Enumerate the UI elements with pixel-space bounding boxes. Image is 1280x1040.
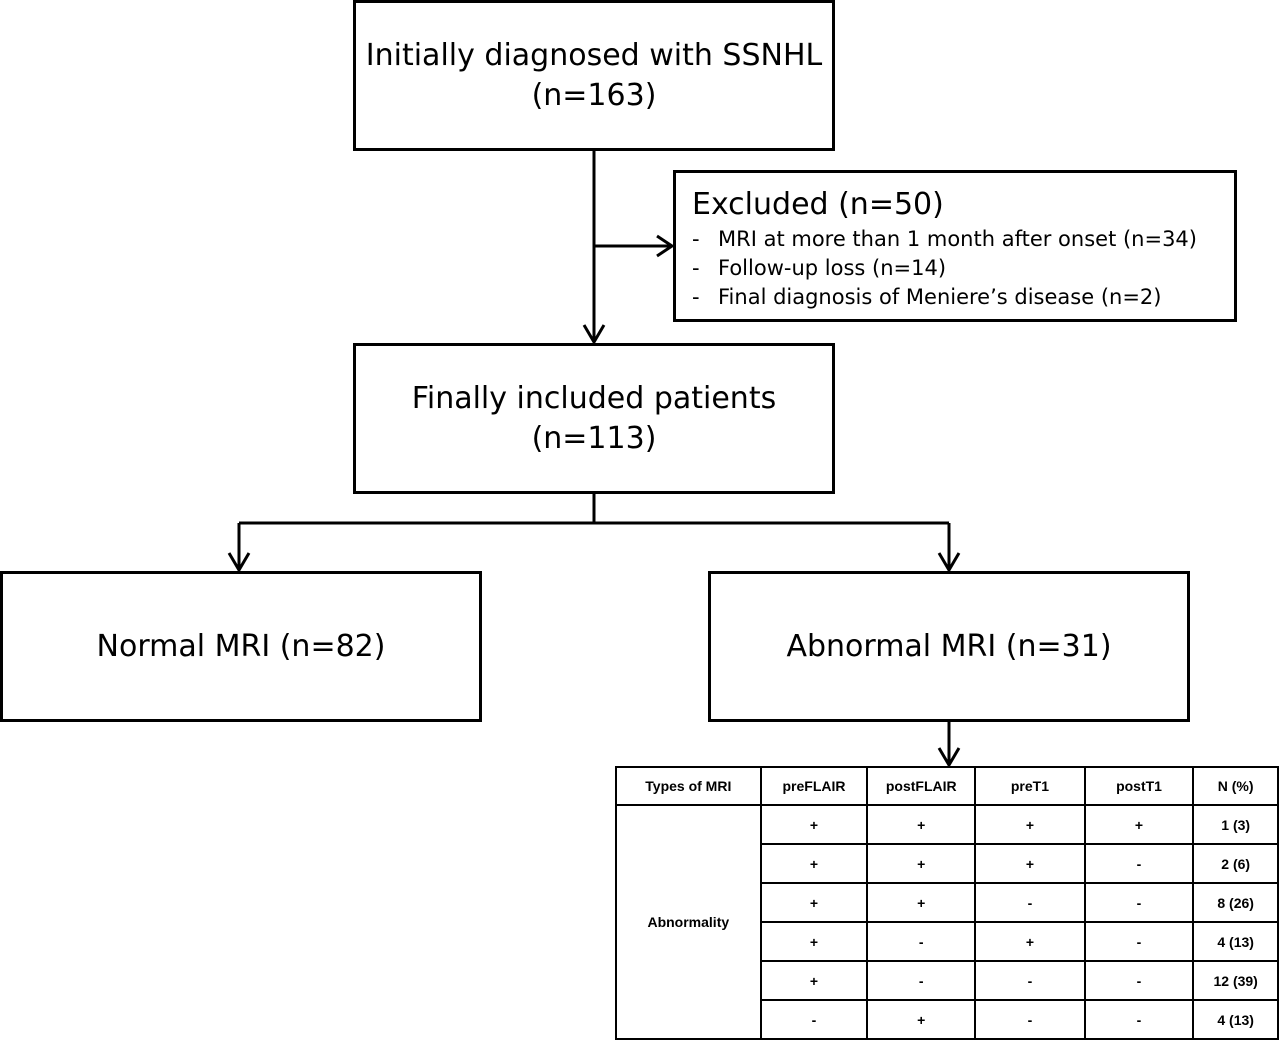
included-patients-label: Finally included patients <box>411 380 777 416</box>
header-postt1: postT1 <box>1083 766 1195 806</box>
list-bullet: - <box>692 285 700 309</box>
header-pret1: preT1 <box>974 766 1086 806</box>
table-row: + + + - 2 (6) <box>616 843 1279 884</box>
excluded-item: -Final diagnosis of Meniere’s disease (n… <box>692 283 1234 312</box>
table-cell: - <box>1083 921 1195 962</box>
initial-diagnosis-label: Initially diagnosed with SSNHL <box>365 37 823 73</box>
table-cell: + <box>866 804 977 845</box>
arrowhead-abnormal <box>937 552 961 573</box>
table-cell: + <box>759 921 869 962</box>
initial-diagnosis-count: (n=163) <box>531 77 657 113</box>
table-cell: - <box>866 960 977 1001</box>
table-cell: 4 (13) <box>1192 999 1279 1040</box>
excluded-box: Excluded (n=50) -MRI at more than 1 mont… <box>673 170 1237 322</box>
table-cell: - <box>1083 960 1195 1001</box>
arrowhead-table <box>937 747 961 768</box>
excluded-item-text: MRI at more than 1 month after onset (n=… <box>718 227 1197 251</box>
header-n-percent: N (%) <box>1192 766 1279 806</box>
table-cell: - <box>866 921 977 962</box>
table-cell: + <box>1083 804 1195 845</box>
excluded-item-text: Final diagnosis of Meniere’s disease (n=… <box>718 285 1162 309</box>
table-cell: + <box>866 843 977 884</box>
arrowhead-included <box>582 324 606 345</box>
excluded-item: -MRI at more than 1 month after onset (n… <box>692 225 1234 254</box>
table-cell: 12 (39) <box>1192 960 1279 1001</box>
table-cell: 1 (3) <box>1192 804 1279 845</box>
table-cell: + <box>759 804 869 845</box>
table-cell: - <box>1083 843 1195 884</box>
excluded-item-text: Follow-up loss (n=14) <box>718 256 947 280</box>
abnormal-mri-label: Abnormal MRI (n=31) <box>786 628 1112 664</box>
table-cell: + <box>759 882 869 923</box>
excluded-item: -Follow-up loss (n=14) <box>692 254 1234 283</box>
table-cell: + <box>759 843 869 884</box>
excluded-title: Excluded (n=50) <box>692 187 944 222</box>
normal-mri-label: Normal MRI (n=82) <box>96 628 386 664</box>
initial-diagnosis-box: Initially diagnosed with SSNHL (n=163) <box>353 0 835 151</box>
table-cell: + <box>974 804 1086 845</box>
arrowhead-normal <box>227 552 251 573</box>
mri-abnormality-table: Types of MRI preFLAIR postFLAIR preT1 po… <box>615 766 1279 1040</box>
list-bullet: - <box>692 256 700 280</box>
table-cell: + <box>866 882 977 923</box>
table-cell: + <box>866 999 977 1040</box>
table-row: Abnormality + + + + 1 (3) <box>615 804 1279 1040</box>
table-row: + + - - 8 (26) <box>616 882 1279 923</box>
normal-mri-box: Normal MRI (n=82) <box>0 571 482 722</box>
row-label-abnormality: Abnormality <box>615 804 762 1040</box>
included-patients-box: Finally included patients (n=113) <box>353 343 835 494</box>
table-cell: 4 (13) <box>1192 921 1279 962</box>
table-cell: - <box>974 960 1086 1001</box>
included-patients-count: (n=113) <box>531 420 657 456</box>
table-row: + - + - 4 (13) <box>616 921 1279 962</box>
table-cell: - <box>1083 999 1195 1040</box>
table-row: - + - - 4 (13) <box>616 999 1279 1040</box>
table-header-row: Types of MRI preFLAIR postFLAIR preT1 po… <box>615 766 1279 806</box>
table-cell: 8 (26) <box>1192 882 1279 923</box>
excluded-list: -MRI at more than 1 month after onset (n… <box>692 225 1234 312</box>
header-types-of-mri: Types of MRI <box>615 766 762 806</box>
header-preflair: preFLAIR <box>759 766 869 806</box>
table-cell: - <box>974 882 1086 923</box>
table-cell: + <box>974 921 1086 962</box>
list-bullet: - <box>692 227 700 251</box>
abnormal-mri-box: Abnormal MRI (n=31) <box>708 571 1190 722</box>
table-cell: - <box>1083 882 1195 923</box>
table-cell: + <box>759 960 869 1001</box>
table-cell: + <box>974 843 1086 884</box>
table-cell: - <box>759 999 869 1040</box>
header-postflair: postFLAIR <box>866 766 977 806</box>
table-cell: 2 (6) <box>1192 843 1279 884</box>
table-cell: - <box>974 999 1086 1040</box>
arrowhead-excluded <box>656 234 675 258</box>
table-row: + - - - 12 (39) <box>616 960 1279 1001</box>
